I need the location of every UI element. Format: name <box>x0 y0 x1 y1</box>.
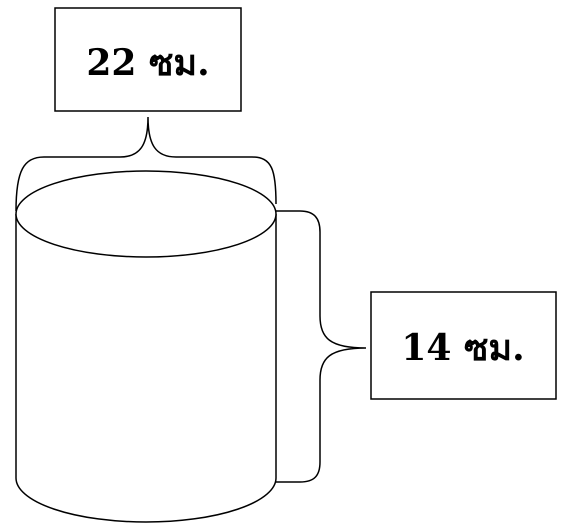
height-brace <box>276 210 367 483</box>
height-label-box <box>370 291 557 400</box>
diameter-label-box <box>54 7 242 112</box>
cylinder-top-ellipse <box>15 170 277 258</box>
diameter-brace <box>15 116 277 212</box>
cylinder-bottom-arc <box>15 477 277 523</box>
diameter-label: 22 ซม. <box>86 42 209 84</box>
height-label: 14 ซม. <box>401 327 524 369</box>
